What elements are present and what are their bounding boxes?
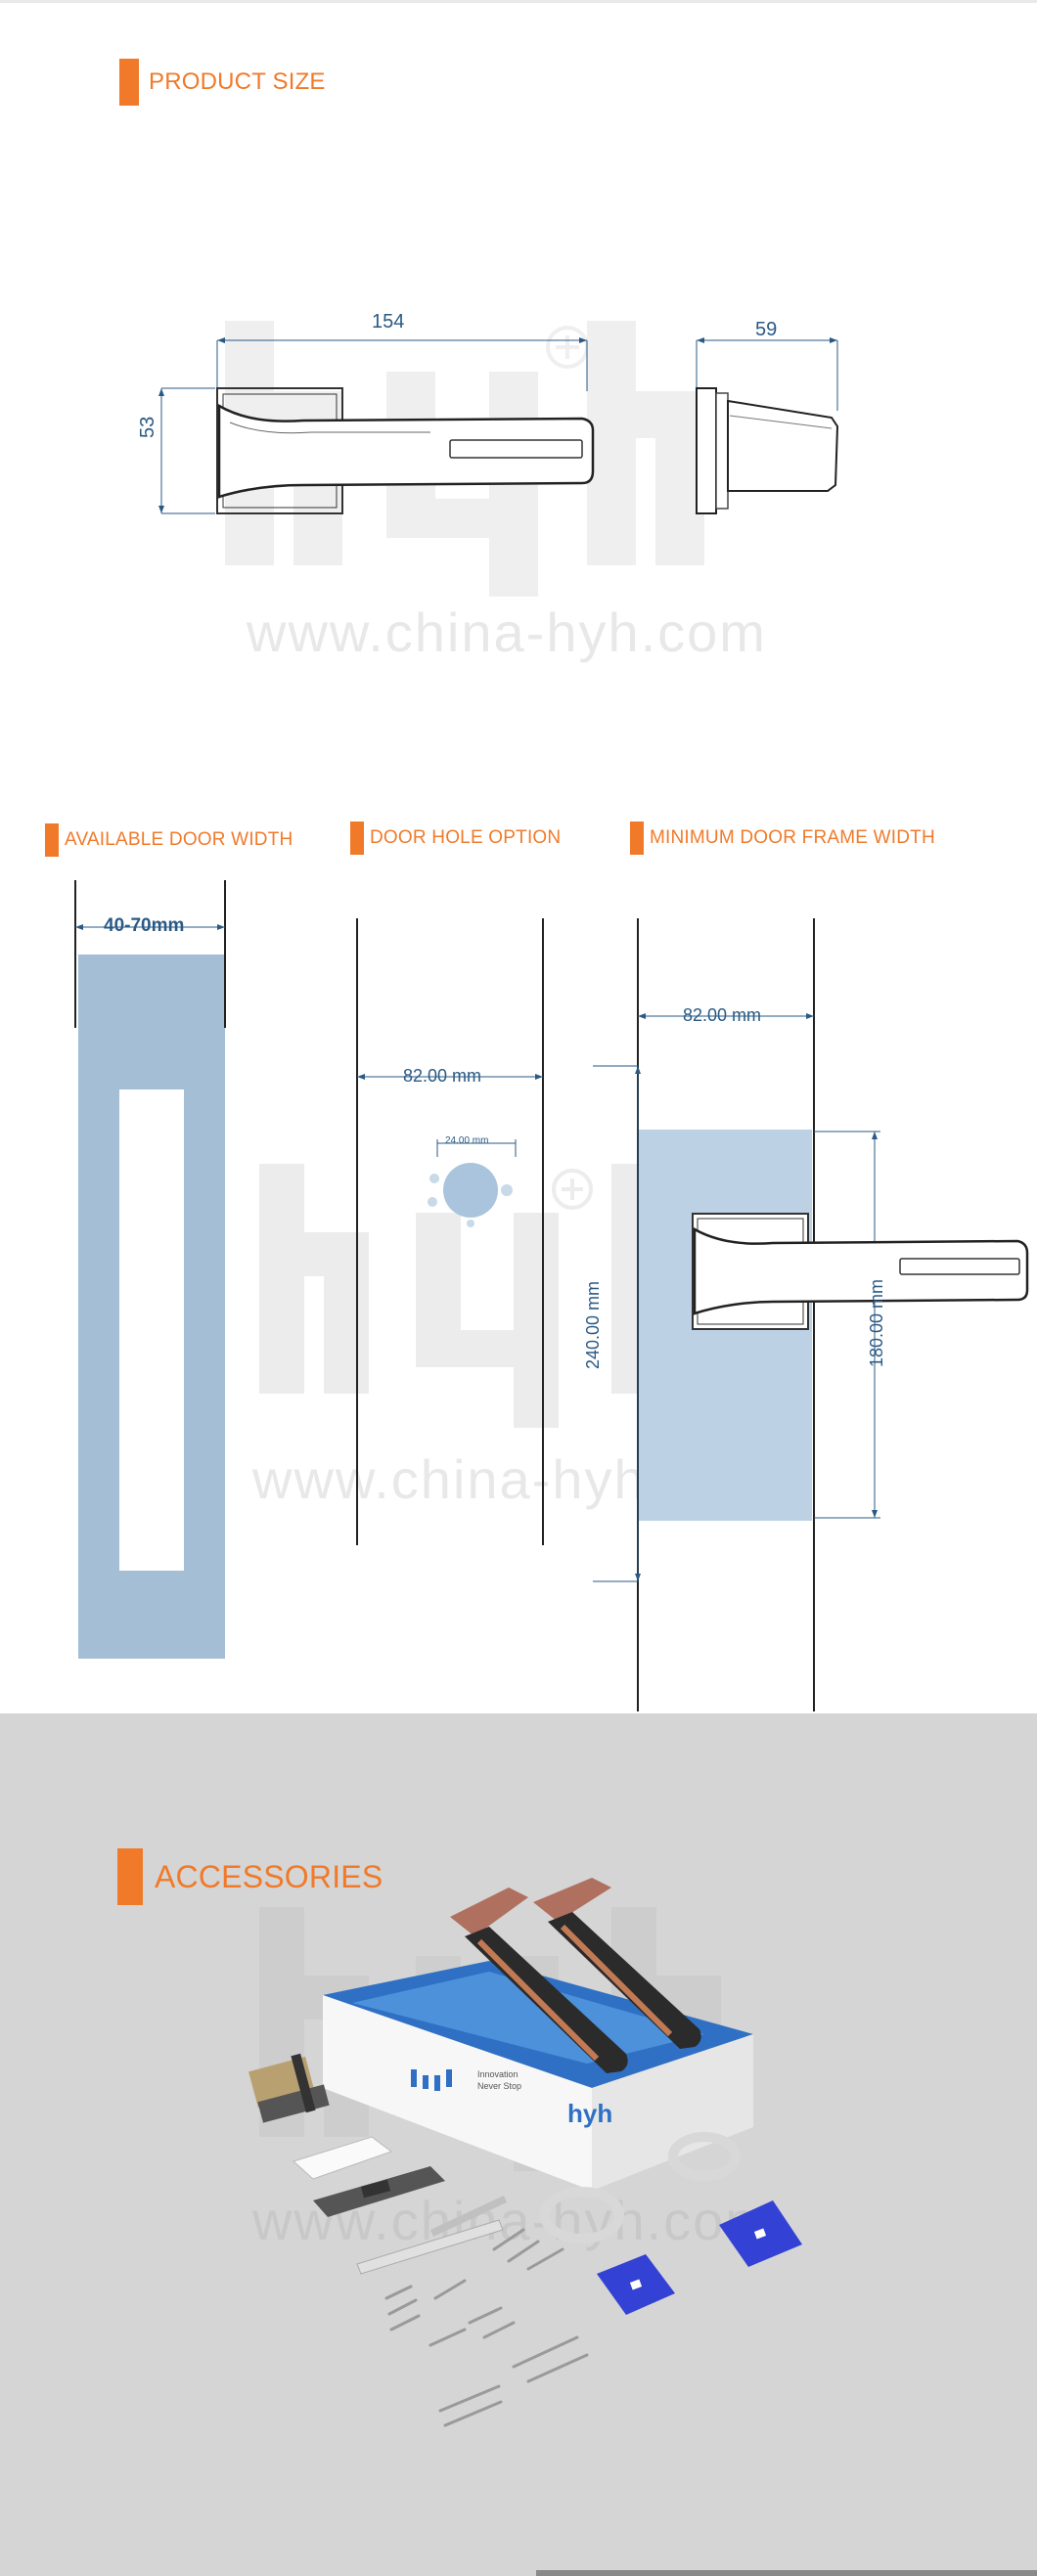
box-tagline-1: Innovation [477, 2069, 518, 2079]
door-frame-inner-label: 180.00 mm [867, 1278, 886, 1367]
door-frame-spacing-label: 82.00 mm [683, 1005, 762, 1025]
box-logo: hyh [567, 2099, 612, 2128]
door-width-heading: AVAILABLE DOOR WIDTH [45, 823, 293, 857]
door-width-heading-text: AVAILABLE DOOR WIDTH [65, 829, 293, 850]
heading-accent-bar [117, 1848, 143, 1905]
heading-accent-bar [630, 822, 644, 855]
bottom-edge-strip [536, 2570, 1037, 2576]
door-frame-heading-text: MINIMUM DOOR FRAME WIDTH [650, 827, 935, 848]
door-hole-spacing-label: 82.00 mm [403, 1066, 482, 1086]
handle-dimension-drawing [158, 337, 839, 514]
door-frame-drawing [593, 918, 1029, 1711]
product-size-heading-text: PRODUCT SIZE [149, 68, 326, 95]
dimension-depth-label: 59 [755, 319, 778, 340]
door-hole-drawing [356, 918, 544, 1545]
accessories-heading: ACCESSORIES [117, 1848, 383, 1905]
product-size-heading: PRODUCT SIZE [119, 59, 326, 106]
door-width-drawing [74, 880, 226, 1659]
box-tagline-2: Never Stop [477, 2081, 521, 2091]
heading-accent-bar [45, 823, 59, 857]
door-frame-heading: MINIMUM DOOR FRAME WIDTH [630, 822, 935, 855]
top-divider [0, 0, 1037, 3]
door-hole-heading: DOOR HOLE OPTION [350, 822, 561, 855]
dimension-length-label: 154 [372, 311, 405, 333]
heading-accent-bar [119, 59, 139, 106]
dimension-height-label: 53 [137, 416, 158, 438]
accessories-heading-text: ACCESSORIES [155, 1858, 383, 1894]
accessories-product-image: Innovation Never Stop hyh [248, 1878, 802, 2427]
heading-accent-bar [350, 822, 364, 855]
door-hole-diameter-label: 24.00 mm [445, 1135, 489, 1146]
door-width-range-label: 40-70mm [104, 915, 185, 936]
door-frame-height-label: 240.00 mm [583, 1280, 603, 1369]
door-hole-heading-text: DOOR HOLE OPTION [370, 827, 562, 848]
watermark-url: www.china-hyh.com [247, 601, 767, 663]
